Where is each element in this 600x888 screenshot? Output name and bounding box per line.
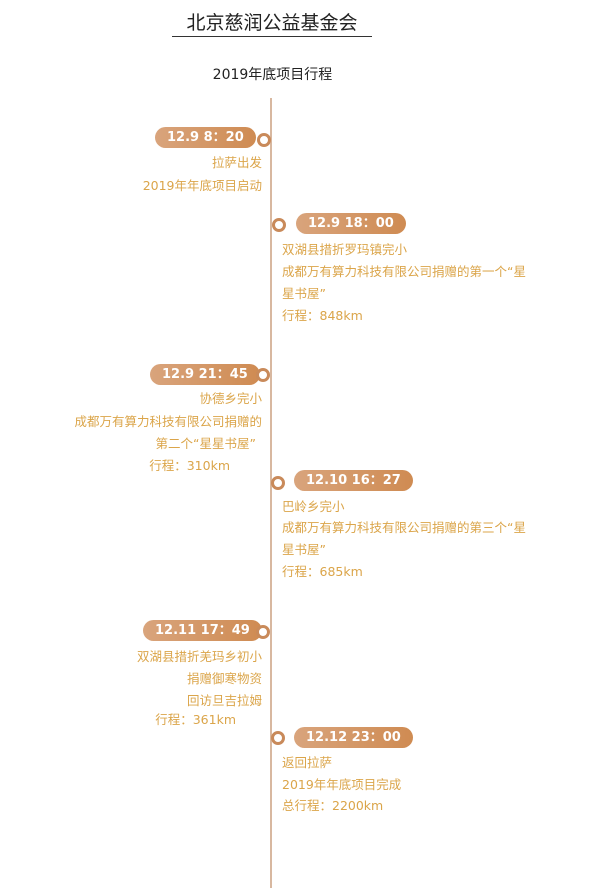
event-line: 2019年年底项目完成 bbox=[282, 777, 402, 792]
event-line: 协德乡完小 bbox=[199, 391, 262, 406]
event-line: 行程：685km bbox=[282, 564, 363, 579]
event-line: 捐赠御寒物资 bbox=[186, 671, 262, 686]
event-time-badge: 12.9 18：00 bbox=[296, 213, 406, 234]
event-line: 行程：310km bbox=[149, 458, 230, 473]
event-line: 星书屋” bbox=[282, 286, 326, 301]
title-underline bbox=[172, 36, 372, 37]
event-time-badge: 12.11 17：49 bbox=[143, 620, 262, 641]
event-line: 行程：848km bbox=[282, 308, 363, 323]
event-line: 成都万有算力科技有限公司捐赠的第一个“星 bbox=[282, 264, 526, 279]
event-time-badge: 12.9 8：20 bbox=[155, 127, 256, 148]
event-line: 返回拉萨 bbox=[282, 755, 333, 770]
timeline-dot-icon bbox=[257, 133, 271, 147]
event-line: 行程：361km bbox=[155, 712, 236, 727]
event-line: 巴岭乡完小 bbox=[282, 499, 345, 514]
event-line: 拉萨出发 bbox=[211, 155, 262, 170]
page-subtitle: 2019年底项目行程 bbox=[212, 67, 333, 83]
event-line: 双湖县措折羌玛乡初小 bbox=[136, 649, 262, 664]
event-line: 回访旦吉拉姆 bbox=[186, 693, 262, 708]
event-line: 第二个“星星书屋” bbox=[155, 436, 256, 451]
event-line: 成都万有算力科技有限公司捐赠的第三个“星 bbox=[282, 520, 526, 535]
page-title: 北京慈润公益基金会 bbox=[186, 12, 358, 34]
event-time-badge: 12.12 23：00 bbox=[294, 727, 413, 748]
event-line: 2019年年底项目启动 bbox=[142, 178, 262, 193]
timeline-dot-icon bbox=[256, 625, 270, 639]
timeline-axis bbox=[270, 98, 272, 888]
event-line: 总行程：2200km bbox=[282, 798, 384, 813]
timeline-dot-icon bbox=[271, 731, 285, 745]
event-line: 双湖县措折罗玛镇完小 bbox=[282, 242, 408, 257]
event-time-badge: 12.9 21：45 bbox=[150, 364, 260, 385]
event-line: 成都万有算力科技有限公司捐赠的 bbox=[74, 414, 262, 429]
timeline-dot-icon bbox=[256, 368, 270, 382]
event-line: 星书屋” bbox=[282, 542, 326, 557]
timeline-dot-icon bbox=[272, 218, 286, 232]
event-time-badge: 12.10 16：27 bbox=[294, 470, 413, 491]
timeline-dot-icon bbox=[271, 476, 285, 490]
